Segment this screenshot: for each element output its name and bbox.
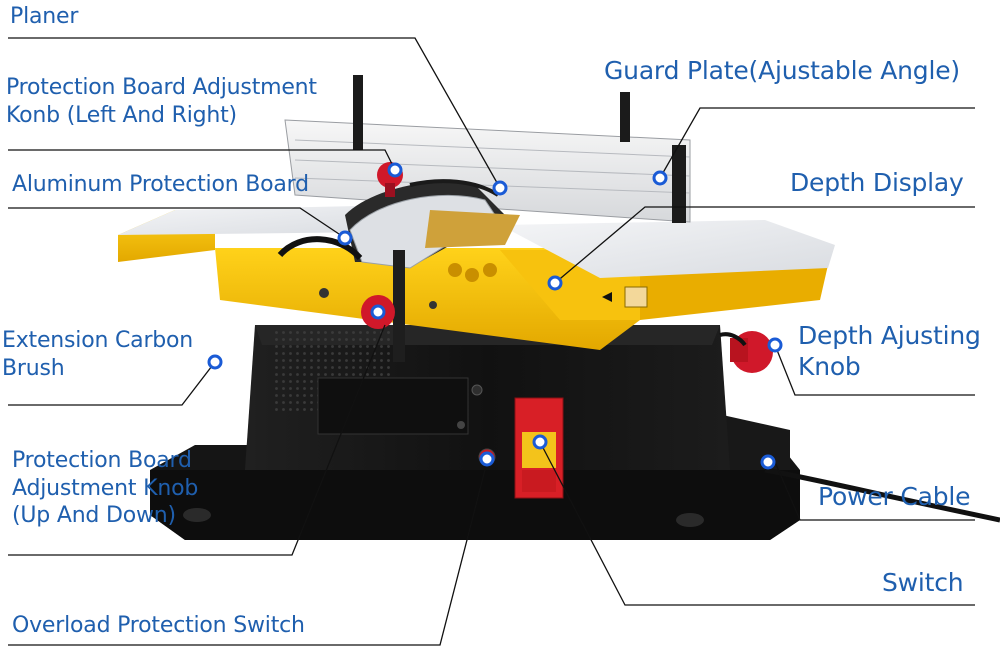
marker-depth-display	[547, 275, 563, 291]
marker-switch	[532, 434, 548, 450]
marker-planer	[492, 180, 508, 196]
label-switch-text: Switch	[882, 568, 964, 597]
fence-post	[393, 250, 405, 362]
label-power-cable: Power Cable	[818, 481, 971, 512]
label-protection-board-ud-line1: Protection Board	[12, 448, 192, 473]
cutter-guard	[277, 179, 520, 362]
outfeed-table	[500, 220, 835, 278]
marker-carbon-brush	[207, 354, 223, 370]
marker-guard-plate	[652, 170, 668, 186]
label-protection-board-lr: Protection Board Adjustment Konb (Left A…	[6, 74, 317, 129]
marker-knob-lr	[387, 162, 403, 178]
label-protection-board-ud-line2: Adjustment Knob	[12, 475, 199, 501]
callout-markers	[207, 162, 783, 470]
marker-depth-knob	[767, 337, 783, 353]
marker-overload	[479, 451, 495, 467]
label-aluminum-protection-board-text: Aluminum Protection Board	[12, 172, 309, 197]
label-depth-adjusting-knob-line1: Depth Ajusting	[798, 321, 981, 350]
label-planer-text: Planer	[10, 4, 79, 29]
label-power-cable-text: Power Cable	[818, 482, 971, 511]
label-guard-plate-text: Guard Plate(Ajustable Angle)	[604, 56, 960, 85]
label-overload-protection-switch: Overload Protection Switch	[12, 612, 305, 640]
marker-power-cable	[760, 454, 776, 470]
label-depth-adjusting-knob-line2: Knob	[798, 352, 861, 382]
label-planer: Planer	[10, 3, 78, 31]
label-switch: Switch	[882, 567, 964, 598]
label-extension-carbon-brush-line2: Brush	[2, 355, 65, 381]
label-protection-board-ud: Protection Board Adjustment Knob (Up And…	[12, 447, 198, 530]
label-overload-protection-switch-text: Overload Protection Switch	[12, 613, 305, 638]
label-depth-display-text: Depth Display	[790, 168, 964, 197]
label-protection-board-lr-line2: Konb (Left And Right)	[6, 102, 237, 128]
spec-plate	[317, 377, 469, 435]
label-extension-carbon-brush: Extension Carbon Brush	[2, 327, 193, 382]
label-protection-board-ud-line3: (Up And Down)	[12, 503, 176, 528]
marker-knob-ud	[370, 304, 386, 320]
label-depth-adjusting-knob: Depth Ajusting Knob	[798, 320, 981, 383]
machine-housing	[245, 325, 730, 470]
label-protection-board-lr-line1: Protection Board Adjustment	[6, 75, 317, 100]
label-guard-plate: Guard Plate(Ajustable Angle)	[604, 55, 960, 86]
label-aluminum-protection-board: Aluminum Protection Board	[12, 171, 309, 199]
label-extension-carbon-brush-line1: Extension Carbon	[2, 328, 194, 353]
leader-lines	[8, 37, 975, 646]
label-depth-display: Depth Display	[790, 167, 964, 198]
marker-aluminum-board	[337, 230, 353, 246]
infeed-table	[118, 205, 405, 235]
power-cable	[764, 467, 1000, 523]
